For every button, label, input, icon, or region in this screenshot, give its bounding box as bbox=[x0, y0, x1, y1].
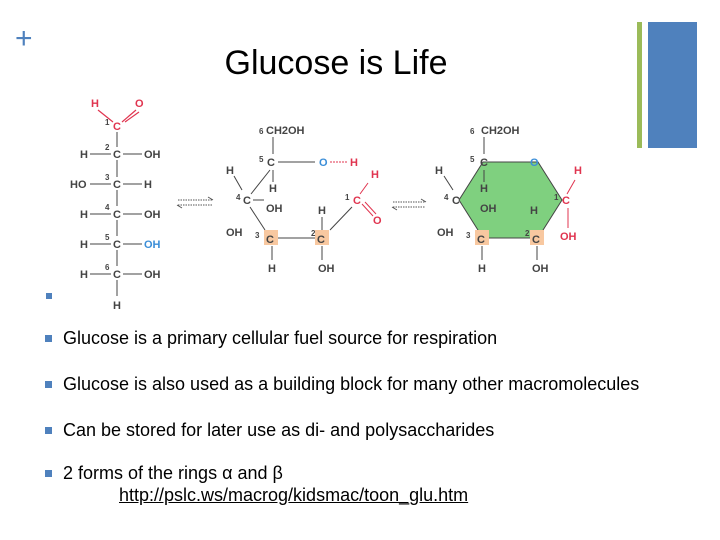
open-c5: C bbox=[267, 157, 275, 169]
plus-mark: + bbox=[15, 22, 33, 55]
slide-title: Glucose is Life bbox=[224, 44, 448, 82]
row3-right: H bbox=[144, 179, 152, 191]
bullet-item: Glucose is also used as a building block… bbox=[45, 373, 645, 395]
open-h-c5-left: H bbox=[226, 165, 234, 177]
closed-c3: C bbox=[477, 234, 485, 246]
closed-c2-num: 2 bbox=[525, 229, 530, 238]
glucose-toon-link[interactable]: http://pslc.ws/macrog/kidsmac/toon_glu.h… bbox=[119, 485, 469, 505]
bullet-text: Glucose is a primary cellular fuel sourc… bbox=[63, 328, 498, 348]
open-oh-c4: OH bbox=[266, 203, 283, 215]
row5-right: OH bbox=[144, 239, 161, 251]
closed-c5-num: 5 bbox=[470, 155, 475, 164]
empty-bullet bbox=[46, 293, 52, 299]
closed-oh-c3-left: OH bbox=[437, 227, 454, 239]
open-h-top: H bbox=[350, 157, 358, 169]
row5-c: C bbox=[113, 239, 121, 251]
closed-c1-num: 1 bbox=[554, 193, 559, 202]
row6-num: 6 bbox=[105, 263, 110, 272]
row2-left: H bbox=[80, 149, 88, 161]
closed-h-right: H bbox=[574, 165, 582, 177]
bullet-item: Can be stored for later use as di- and p… bbox=[45, 419, 645, 441]
equilibrium-arrows-2 bbox=[391, 198, 427, 211]
closed-ch2oh: CH2OH bbox=[481, 125, 520, 137]
open-c1-o: O bbox=[373, 215, 382, 227]
bullet-square-icon bbox=[45, 381, 52, 388]
carbon-number-1: 1 bbox=[105, 118, 110, 127]
closed-oh-c4: OH bbox=[480, 203, 497, 215]
open-oh-c3-left: OH bbox=[226, 227, 243, 239]
open-o: O bbox=[319, 157, 328, 169]
aldehyde-h: H bbox=[91, 98, 99, 110]
bullet-item: 2 forms of the rings α and β http://pslc… bbox=[45, 462, 645, 506]
aldehyde-o: O bbox=[135, 98, 144, 110]
closed-c3-num: 3 bbox=[466, 231, 471, 240]
bullet-text: 2 forms of the rings α and β bbox=[63, 463, 283, 483]
row2-c: C bbox=[113, 149, 121, 161]
closed-h-c3-down: H bbox=[478, 263, 486, 275]
glucose-structure-diagram: H O 1 C H 2 C OH HO 3 C H H 4 C OH H 5 bbox=[70, 98, 582, 312]
bullet-square-icon bbox=[45, 427, 52, 434]
open-c2-num: 2 bbox=[311, 229, 316, 238]
row4-c: C bbox=[113, 209, 121, 221]
open-h-c5-down: H bbox=[269, 183, 277, 195]
open-ring-glucose: 6 CH2OH 5 C O H H H 4 C OH H 1 C O H 3 C… bbox=[226, 125, 382, 275]
open-oh-c2-down: OH bbox=[318, 263, 335, 275]
closed-h-c5-down: H bbox=[480, 183, 488, 195]
linear-bottom-h: H bbox=[113, 300, 121, 312]
row2-right: OH bbox=[144, 149, 161, 161]
closed-oh-c1: OH bbox=[560, 231, 577, 243]
linear-glucose: H O 1 C H 2 C OH HO 3 C H H 4 C OH H 5 bbox=[70, 98, 161, 312]
carbon-1: C bbox=[113, 121, 121, 133]
open-c6-num: 6 bbox=[259, 127, 264, 136]
bullet-text: Glucose is also used as a building block… bbox=[63, 374, 640, 394]
row4-right: OH bbox=[144, 209, 161, 221]
open-c4-num: 4 bbox=[236, 193, 241, 202]
row3-num: 3 bbox=[105, 173, 110, 182]
closed-c1: C bbox=[562, 195, 570, 207]
accent-bar-green bbox=[637, 22, 642, 148]
closed-c4: C bbox=[452, 195, 460, 207]
open-c3: C bbox=[266, 234, 274, 246]
closed-ring-glucose: 6 CH2OH 5 C O H H H 4 C OH H 1 C OH 3 C … bbox=[435, 125, 582, 275]
row6-right: OH bbox=[144, 269, 161, 281]
open-h-right: H bbox=[371, 169, 379, 181]
bullet-square-icon bbox=[45, 470, 52, 477]
open-c1-num: 1 bbox=[345, 193, 350, 202]
open-c1: C bbox=[353, 195, 361, 207]
open-ch2oh: CH2OH bbox=[266, 125, 305, 137]
open-h-c3-down: H bbox=[268, 263, 276, 275]
row3-left: HO bbox=[70, 179, 87, 191]
open-c2: C bbox=[317, 234, 325, 246]
open-c3-num: 3 bbox=[255, 231, 260, 240]
equilibrium-arrows-1 bbox=[176, 196, 214, 209]
closed-c4-num: 4 bbox=[444, 193, 449, 202]
bullet-square-icon bbox=[45, 335, 52, 342]
closed-c5: C bbox=[480, 157, 488, 169]
row2-num: 2 bbox=[105, 143, 110, 152]
bullet-item: Glucose is a primary cellular fuel sourc… bbox=[45, 327, 645, 349]
accent-bar-blue bbox=[648, 22, 697, 148]
closed-h-c5-left: H bbox=[435, 165, 443, 177]
row5-left: H bbox=[80, 239, 88, 251]
bullet-list: Glucose is a primary cellular fuel sourc… bbox=[45, 327, 645, 506]
row3-c: C bbox=[113, 179, 121, 191]
row5-num: 5 bbox=[105, 233, 110, 242]
row6-c: C bbox=[113, 269, 121, 281]
row4-num: 4 bbox=[105, 203, 110, 212]
closed-oh-c2-down: OH bbox=[532, 263, 549, 275]
closed-h-c2-up: H bbox=[530, 205, 538, 217]
row4-left: H bbox=[80, 209, 88, 221]
closed-c6-num: 6 bbox=[470, 127, 475, 136]
open-h-c2-up: H bbox=[318, 205, 326, 217]
closed-c2: C bbox=[532, 234, 540, 246]
closed-o: O bbox=[530, 157, 539, 169]
bullet-text: Can be stored for later use as di- and p… bbox=[63, 420, 495, 440]
open-c4: C bbox=[243, 195, 251, 207]
row6-left: H bbox=[80, 269, 88, 281]
open-c5-num: 5 bbox=[259, 155, 264, 164]
